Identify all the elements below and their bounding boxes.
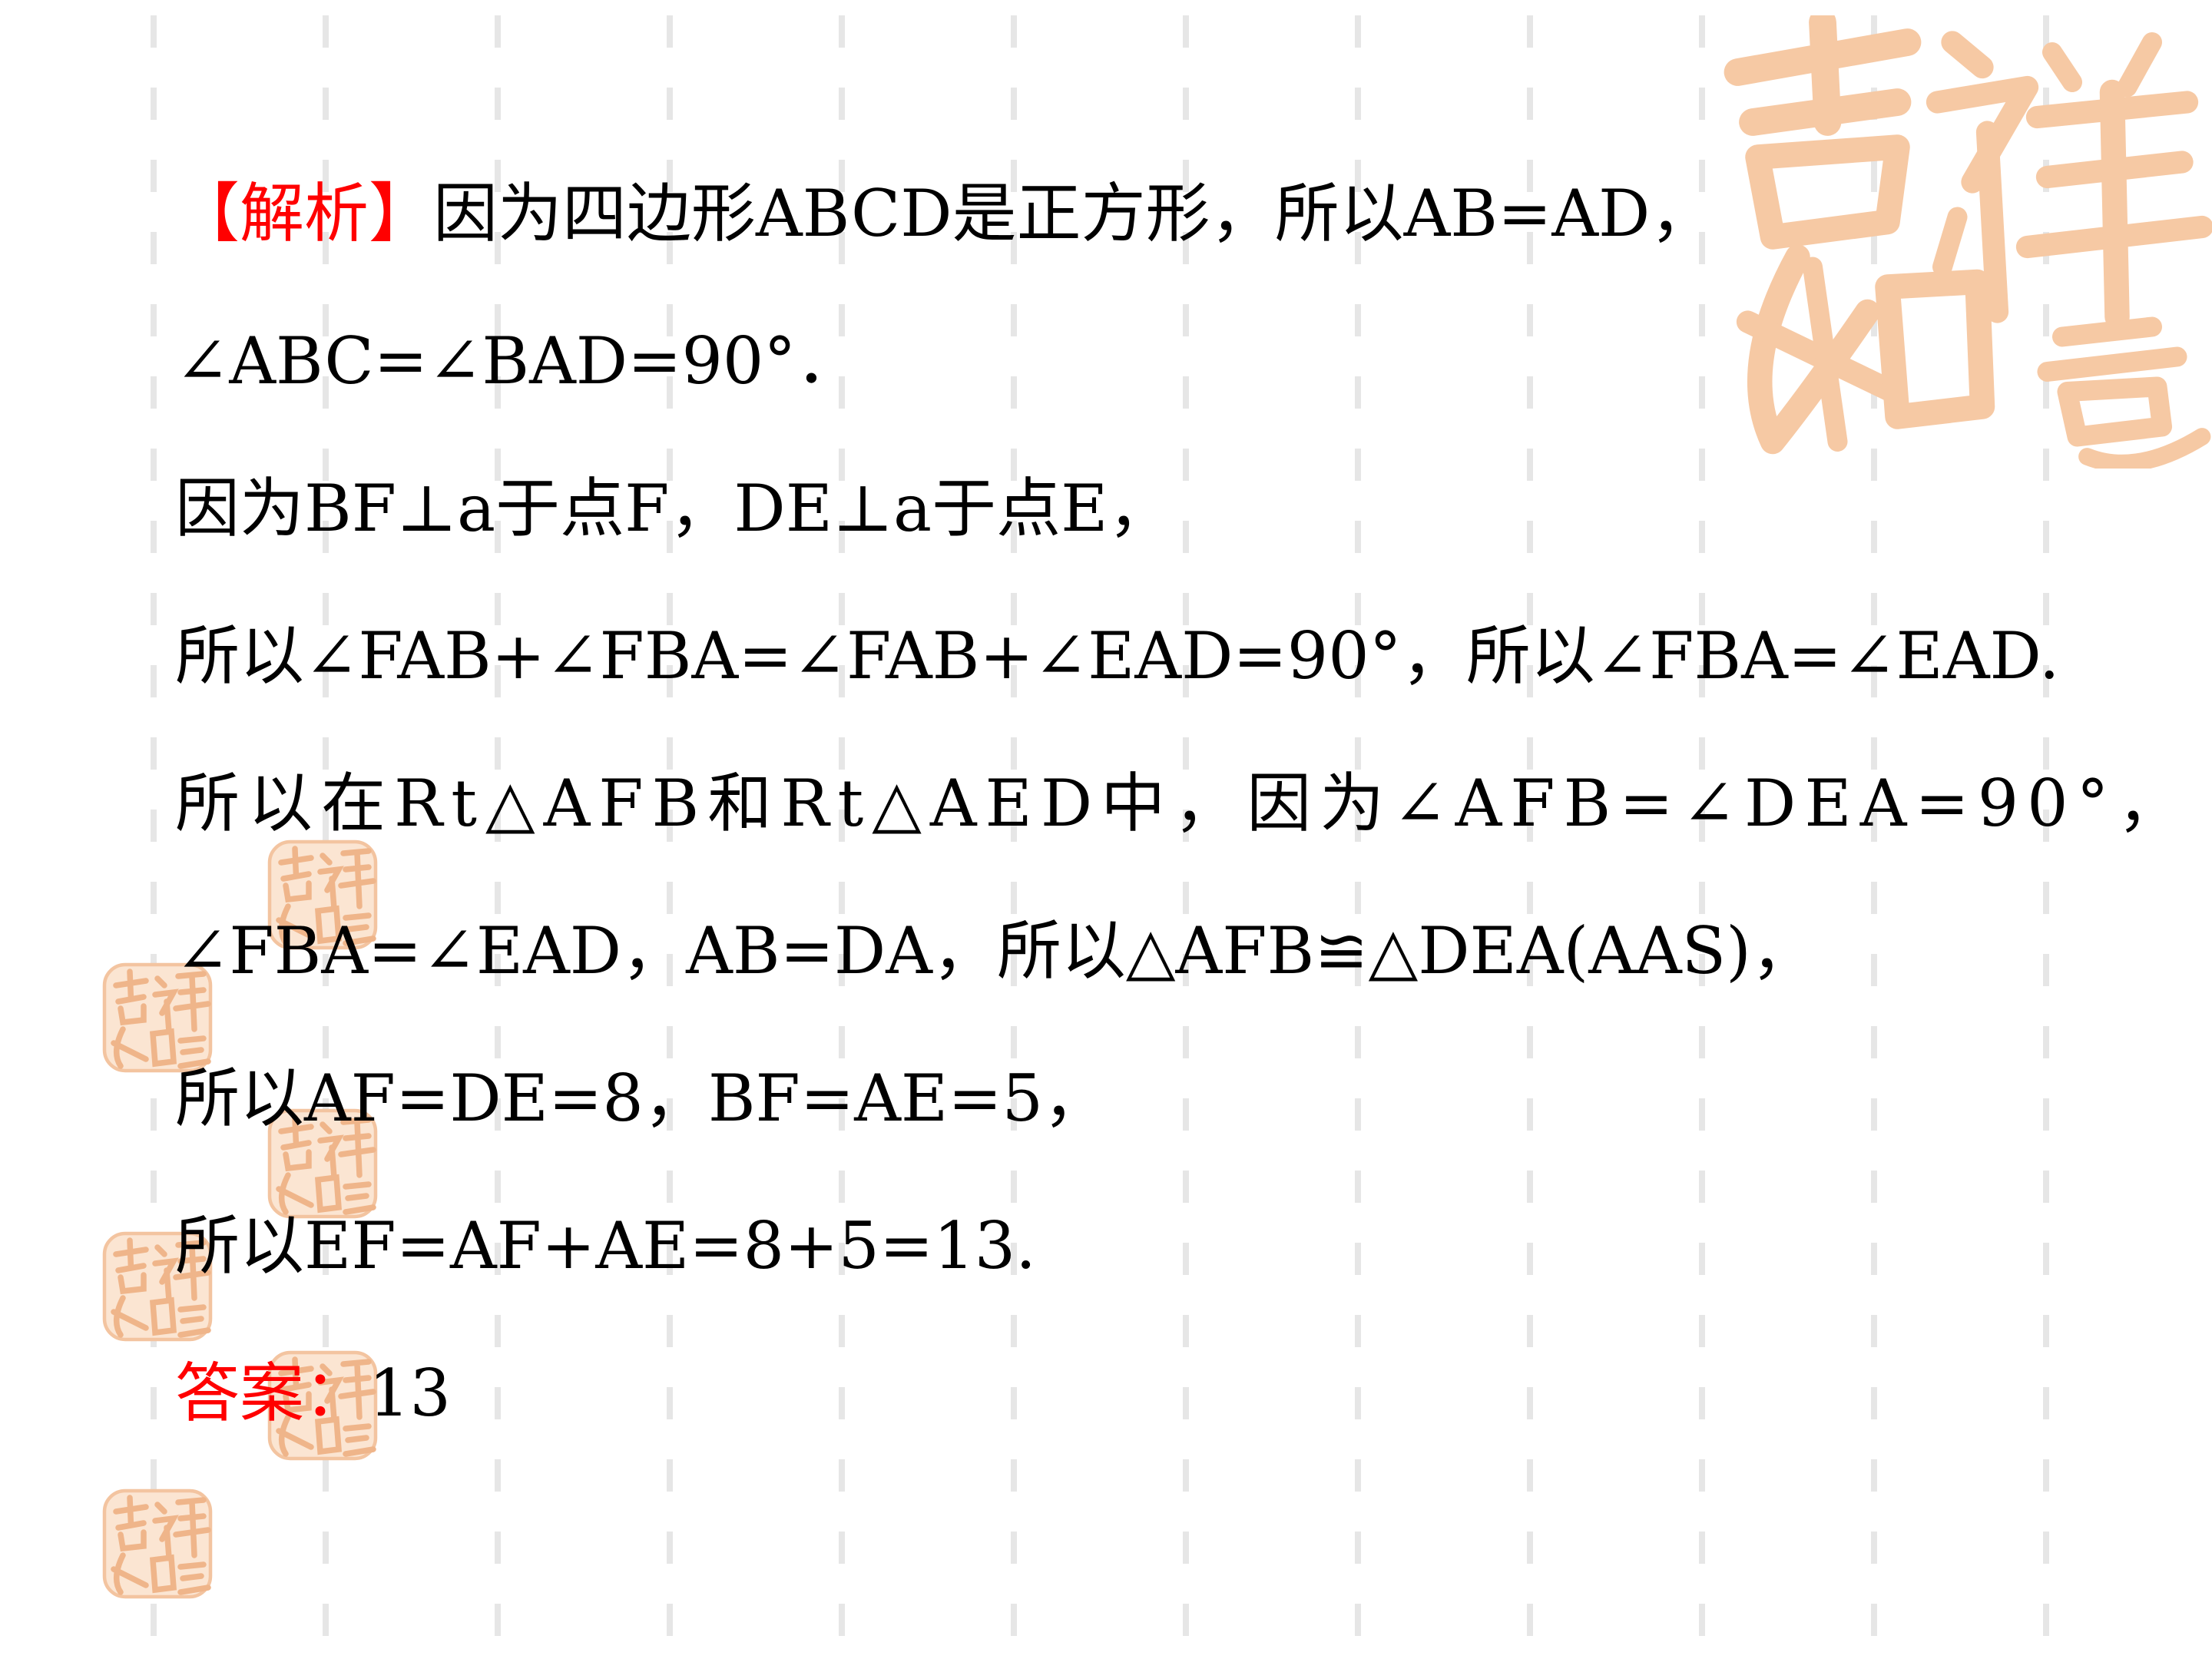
solution-line-5: 所以在Rt△AFB和Rt△AED中，因为∠AFB=∠DEA=90°， [175, 766, 2190, 841]
solution-line-4: 所以∠FAB+∠FBA=∠FAB+∠EAD=90°，所以∠FBA=∠EAD. [175, 618, 2060, 694]
auspicious-seal-icon [102, 1488, 213, 1599]
analysis-label: 【解析】 [175, 176, 434, 251]
solution-line-8: 所以EF=AF+AE=8+5=13. [175, 1208, 1036, 1283]
auspicious-seal-icon [267, 1108, 378, 1219]
auspicious-seal-icon [1724, 15, 2212, 469]
answer-value: 13 [369, 1356, 451, 1431]
auspicious-seal-icon [102, 962, 213, 1073]
solution-line-6: ∠FBA=∠EAD，AB=DA，所以△AFB≌△DEA(AAS)， [175, 913, 1816, 988]
answer-label: 答案： [175, 1356, 369, 1431]
answer-line: 答案：13 [175, 1355, 451, 1432]
solution-line-1: 【解析】因为四边形ABCD是正方形，所以AB=AD， [175, 175, 1714, 252]
solution-line-3: 因为BF⊥a于点F，DE⊥a于点E， [175, 471, 1173, 546]
solution-line-2: ∠ABC=∠BAD=90°． [175, 323, 861, 399]
solution-text: 因为四边形ABCD是正方形，所以AB=AD， [433, 176, 1715, 251]
auspicious-seal-icon [102, 1231, 213, 1342]
auspicious-seal-icon [267, 839, 378, 950]
auspicious-seal-icon [267, 1350, 378, 1461]
solution-line-7: 所以AF=DE=8，BF=AE=5， [175, 1061, 1108, 1136]
